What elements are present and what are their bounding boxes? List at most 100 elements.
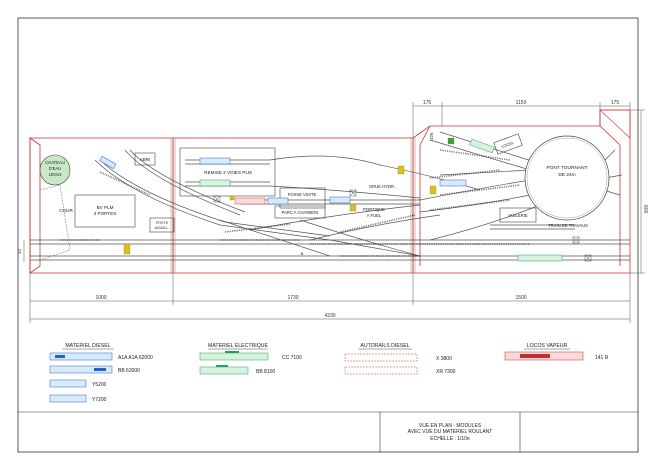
huilerie-box: [499, 207, 537, 223]
legend-diesel-a1a-cab: [55, 355, 65, 358]
legend-electric-item-2: BB 8100: [256, 369, 275, 375]
legend-vapeur-item-1: 141 R: [595, 355, 609, 361]
water-tower-line1: CHATEAU: [45, 160, 65, 165]
turntable-line1: PONT TOURNANT: [546, 165, 587, 171]
xbox-2: [572, 236, 580, 244]
legend-diesel-a1a: [49, 352, 113, 361]
stock-fosse: [234, 197, 266, 205]
turnout-hatching: [60, 149, 530, 257]
poste-box: [149, 217, 175, 233]
hatch-2: [224, 223, 291, 233]
water-tower-line3: 100m3: [49, 172, 62, 177]
legend-diesel-bb: [49, 365, 113, 374]
bumper-4: [447, 137, 455, 145]
stock-remise-2: [199, 179, 231, 187]
track-cross-2: [299, 219, 421, 257]
stock-remise-1: [199, 157, 231, 165]
plan-labels: ABRI COUR BV PLM 3 PORTES POSTE AIGUILL.…: [59, 140, 588, 256]
legend-autorails-item-2: XR 7300: [436, 369, 456, 375]
water-tower-line2: D'EAU: [49, 166, 61, 171]
track-curve-1: [94, 159, 331, 241]
dim-small: 326: [429, 132, 434, 140]
legend-autorails-title: AUTORAILS DIESEL: [360, 343, 409, 349]
dimension-lines: [23, 102, 645, 323]
remise-box: [179, 147, 276, 197]
stock-module1: [99, 155, 117, 169]
dim-height: 600: [642, 205, 648, 214]
cour-area: [39, 184, 71, 261]
bumper-5: [229, 195, 235, 201]
legend-electric-item-1: CC 7100: [282, 355, 302, 361]
plan-rolling-stock: [99, 138, 563, 262]
label-parc: PARC A CHARBON: [282, 210, 319, 215]
xbox-4-x: [349, 189, 357, 197]
legend-diesel-y7200: [49, 394, 87, 403]
bumper-6: [349, 204, 357, 212]
label-portique-2: A FUEL: [367, 213, 382, 218]
label-grue: GRUE HYDR.: [369, 184, 395, 189]
track-fan-3: [429, 204, 541, 241]
track-fan-4: [439, 169, 531, 176]
xbox-3-x: [584, 254, 592, 262]
dim-module1: 1000: [95, 295, 106, 301]
hatch-7: [439, 184, 521, 196]
legend-autorail-xr7300: [344, 366, 418, 375]
module3-corner-red: [599, 109, 631, 139]
legend-vapeur-boiler: [520, 354, 550, 358]
track-curve-4: [129, 149, 246, 213]
label-portique-1: PORTIQUE: [363, 207, 385, 212]
module-3-inner-3: [419, 125, 431, 146]
bumper-3: [429, 185, 437, 195]
module-3-inner: [599, 125, 621, 146]
module-1-corner: [29, 137, 41, 274]
stock-radial-2: [439, 179, 467, 187]
track-curve-3: [124, 149, 241, 216]
label-poste-1: POSTE: [156, 221, 169, 225]
track-curve-2: [99, 159, 331, 237]
buildings: [39, 133, 537, 261]
xbox-3: [584, 254, 592, 262]
xbox-4: [349, 189, 357, 197]
track-fan-1: [419, 179, 531, 201]
stock-fosse-2: [267, 197, 289, 205]
label-fosse: FOSSE VISITE: [288, 192, 317, 197]
stock-travaux: [517, 254, 563, 262]
stock-main: [329, 196, 351, 204]
stock-radial-1: [469, 138, 495, 154]
legend-electric-cc: [199, 352, 269, 361]
label-shed-1: BV PLM: [97, 205, 114, 210]
legend: MATERIEL DIESEL A1A A1A 62000 BB 63000 Y…: [49, 343, 609, 403]
label-remise: REMISE 2 VOIES PLM: [204, 170, 252, 175]
track-diag-2: [309, 214, 441, 241]
label-train-travaux: TRAIN DE TRAVAUX: [548, 223, 588, 228]
legend-electric-title: MATERIEL ELECTRIQUE: [208, 343, 268, 349]
label-abri: ABRI: [140, 157, 151, 162]
legend-autorails-item-1: X 3800: [436, 356, 452, 362]
legend-electric-bb-pan: [216, 365, 228, 367]
label-local: LOCAL: [500, 140, 515, 149]
track-fan-2: [419, 194, 531, 213]
hatch-4: [339, 214, 416, 233]
turntable-line2: DE 24m: [558, 172, 575, 178]
legend-diesel-y5200: [49, 379, 87, 388]
title-line-2: AVEC VUE DU MATERIEL ROULANT: [408, 429, 493, 435]
bumper-1: [123, 243, 131, 255]
label-huilerie: HUILERIE: [508, 213, 528, 218]
dim-module2: 1730: [287, 295, 298, 301]
legend-diesel-item-4: Y7200: [92, 397, 107, 403]
bumpers: [123, 137, 455, 255]
legend-diesel-item-1: A1A A1A 62000: [118, 355, 153, 361]
legend-diesel-bb-cab: [94, 368, 106, 371]
label-cour: COUR: [59, 208, 73, 213]
dim-turntable-width: 1150: [516, 100, 527, 106]
track-cross-3: [329, 239, 421, 257]
label-shed-2: 3 PORTES: [94, 211, 117, 216]
turntable-rim: [526, 137, 608, 219]
water-tower: [39, 154, 71, 186]
legend-autorail-x3800: [344, 353, 418, 362]
title-line-1: VUE EN PLAN - MODULES: [419, 423, 482, 429]
sheet-border: [17, 17, 639, 453]
legend-diesel-title: MATERIEL DIESEL: [65, 343, 110, 349]
